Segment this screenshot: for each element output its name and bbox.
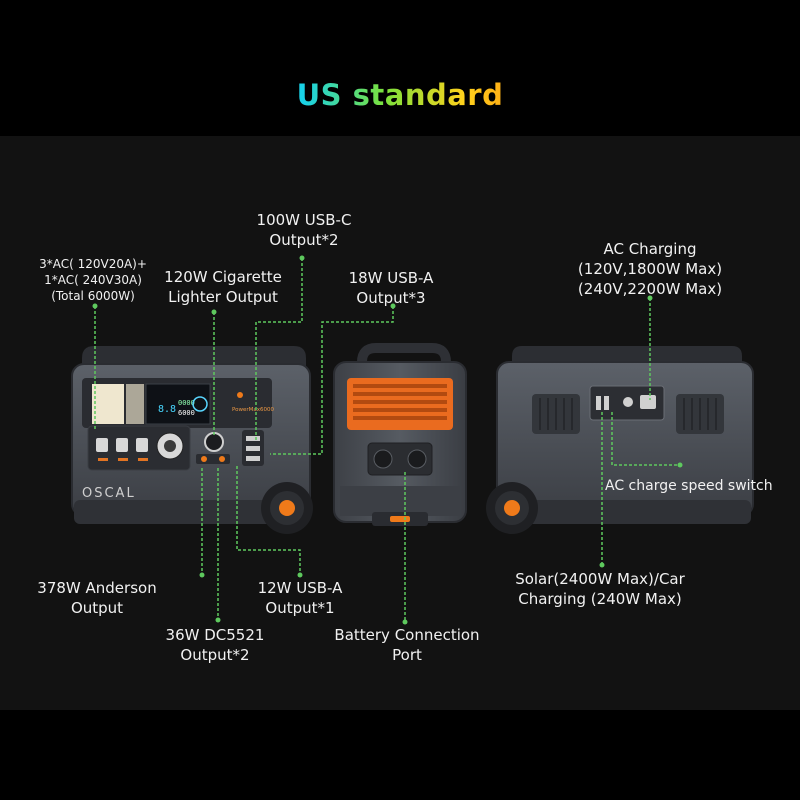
label-ac-charging: AC Charging(120V,1800W Max)(240V,2200W M… — [577, 240, 723, 298]
power-station-rear — [486, 346, 754, 534]
svg-text:8.8: 8.8 — [158, 404, 176, 415]
svg-text:PowerMax6000: PowerMax6000 — [232, 407, 274, 413]
leader-usba18 — [270, 306, 394, 455]
power-station-front: 8.8 0000 6000 PowerMax6000 OSCAL — [71, 346, 313, 534]
leader-endpoints — [92, 255, 683, 625]
leader-ac-switch — [611, 412, 680, 466]
label-ac-switch: AC charge speed switch — [605, 478, 773, 494]
leader-lines — [94, 258, 680, 622]
svg-text:0000: 0000 — [178, 399, 195, 407]
leader-usba12 — [236, 466, 301, 575]
battery-pack — [333, 343, 467, 526]
svg-text:6000: 6000 — [178, 409, 195, 417]
label-ac-output: 3*AC( 120V20A)+1*AC( 240V30A)(Total 6000… — [39, 257, 147, 303]
leader-usbc — [255, 258, 303, 440]
brand-logo: OSCAL — [82, 486, 136, 501]
page-title: US standard — [0, 78, 800, 112]
